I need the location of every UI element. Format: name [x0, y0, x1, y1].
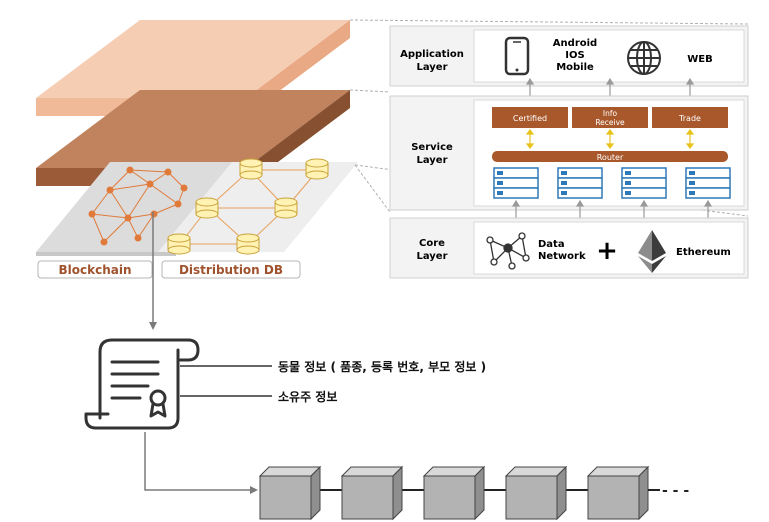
core-layer-label-1: Core [419, 238, 445, 249]
service-layer-label-1: Service [411, 142, 453, 153]
certified-box: Certified [492, 107, 568, 128]
block-cube [340, 465, 404, 521]
blockchain-label: Blockchain [58, 263, 131, 277]
service-layer-label-2: Layer [416, 155, 447, 166]
block-cube [504, 465, 568, 521]
core-layer-panel: Core Layer Data Network + Ethereum [389, 217, 749, 279]
block-cube [422, 465, 486, 521]
db-cylinder [305, 158, 329, 180]
router-bar: Router [492, 151, 728, 162]
certificate-icon [84, 338, 200, 430]
service-layer-panel: Service Layer Certified Info Receive Tra… [389, 95, 749, 211]
db-cylinder [236, 233, 260, 255]
trade-label: Trade [678, 114, 701, 123]
router-label: Router [597, 153, 624, 162]
db-cylinder [167, 233, 191, 255]
application-layer-label-2: Layer [416, 62, 447, 73]
blockchain-network [91, 169, 185, 243]
block-cube [258, 465, 322, 521]
db-cylinder [239, 158, 263, 180]
distribution-plane [158, 162, 358, 252]
mobile-label-2: IOS [565, 50, 584, 61]
web-label: WEB [687, 54, 712, 65]
server-icon [621, 167, 667, 199]
mobile-phone-icon [504, 36, 530, 76]
chain-continuation: - - - [662, 483, 689, 499]
block-cube [586, 465, 650, 521]
mobile-label-1: Android [553, 38, 597, 49]
ethereum-icon [638, 230, 666, 273]
db-cylinder [274, 197, 298, 219]
certified-label: Certified [513, 114, 547, 123]
block-chain: - - - [258, 465, 689, 521]
trade-box: Trade [652, 107, 728, 128]
db-cylinder [195, 197, 219, 219]
blockchain-label-box: Blockchain [37, 260, 153, 279]
cert-info-connectors [180, 365, 272, 397]
info-receive-box: Info Receive [572, 107, 648, 128]
core-layer-label-2: Layer [416, 251, 447, 262]
server-icon [557, 167, 603, 199]
server-icon [685, 167, 731, 199]
application-layer-label-1: Application [400, 49, 464, 60]
owner-info-label: 소유주 정보 [278, 389, 337, 404]
server-icon [493, 167, 539, 199]
mobile-label-3: Mobile [556, 62, 594, 73]
info-label: Info [603, 109, 618, 118]
blockchain-to-cert-arrow [149, 212, 157, 330]
cert-to-chain-arrow [144, 432, 258, 494]
plus-sign: + [596, 236, 618, 266]
data-network-label-2: Network [538, 251, 586, 262]
blockchain-plane [36, 162, 250, 256]
service-router-arrows [525, 129, 695, 149]
distribution-label: Distribution DB [179, 263, 283, 277]
animal-info-label: 동물 정보 ( 품종, 등록 번호, 부모 정보 ) [278, 359, 486, 374]
distribution-label-box: Distribution DB [161, 260, 301, 279]
db-cylinders [167, 158, 329, 255]
server-icons [493, 167, 731, 199]
network-graph-icon [486, 232, 530, 270]
ethereum-label: Ethereum [676, 247, 731, 258]
application-layer-panel: Application Layer Android IOS Mobile WEB [389, 25, 749, 87]
globe-icon [627, 41, 661, 75]
receive-label: Receive [595, 118, 625, 127]
data-network-label-1: Data [538, 239, 565, 250]
